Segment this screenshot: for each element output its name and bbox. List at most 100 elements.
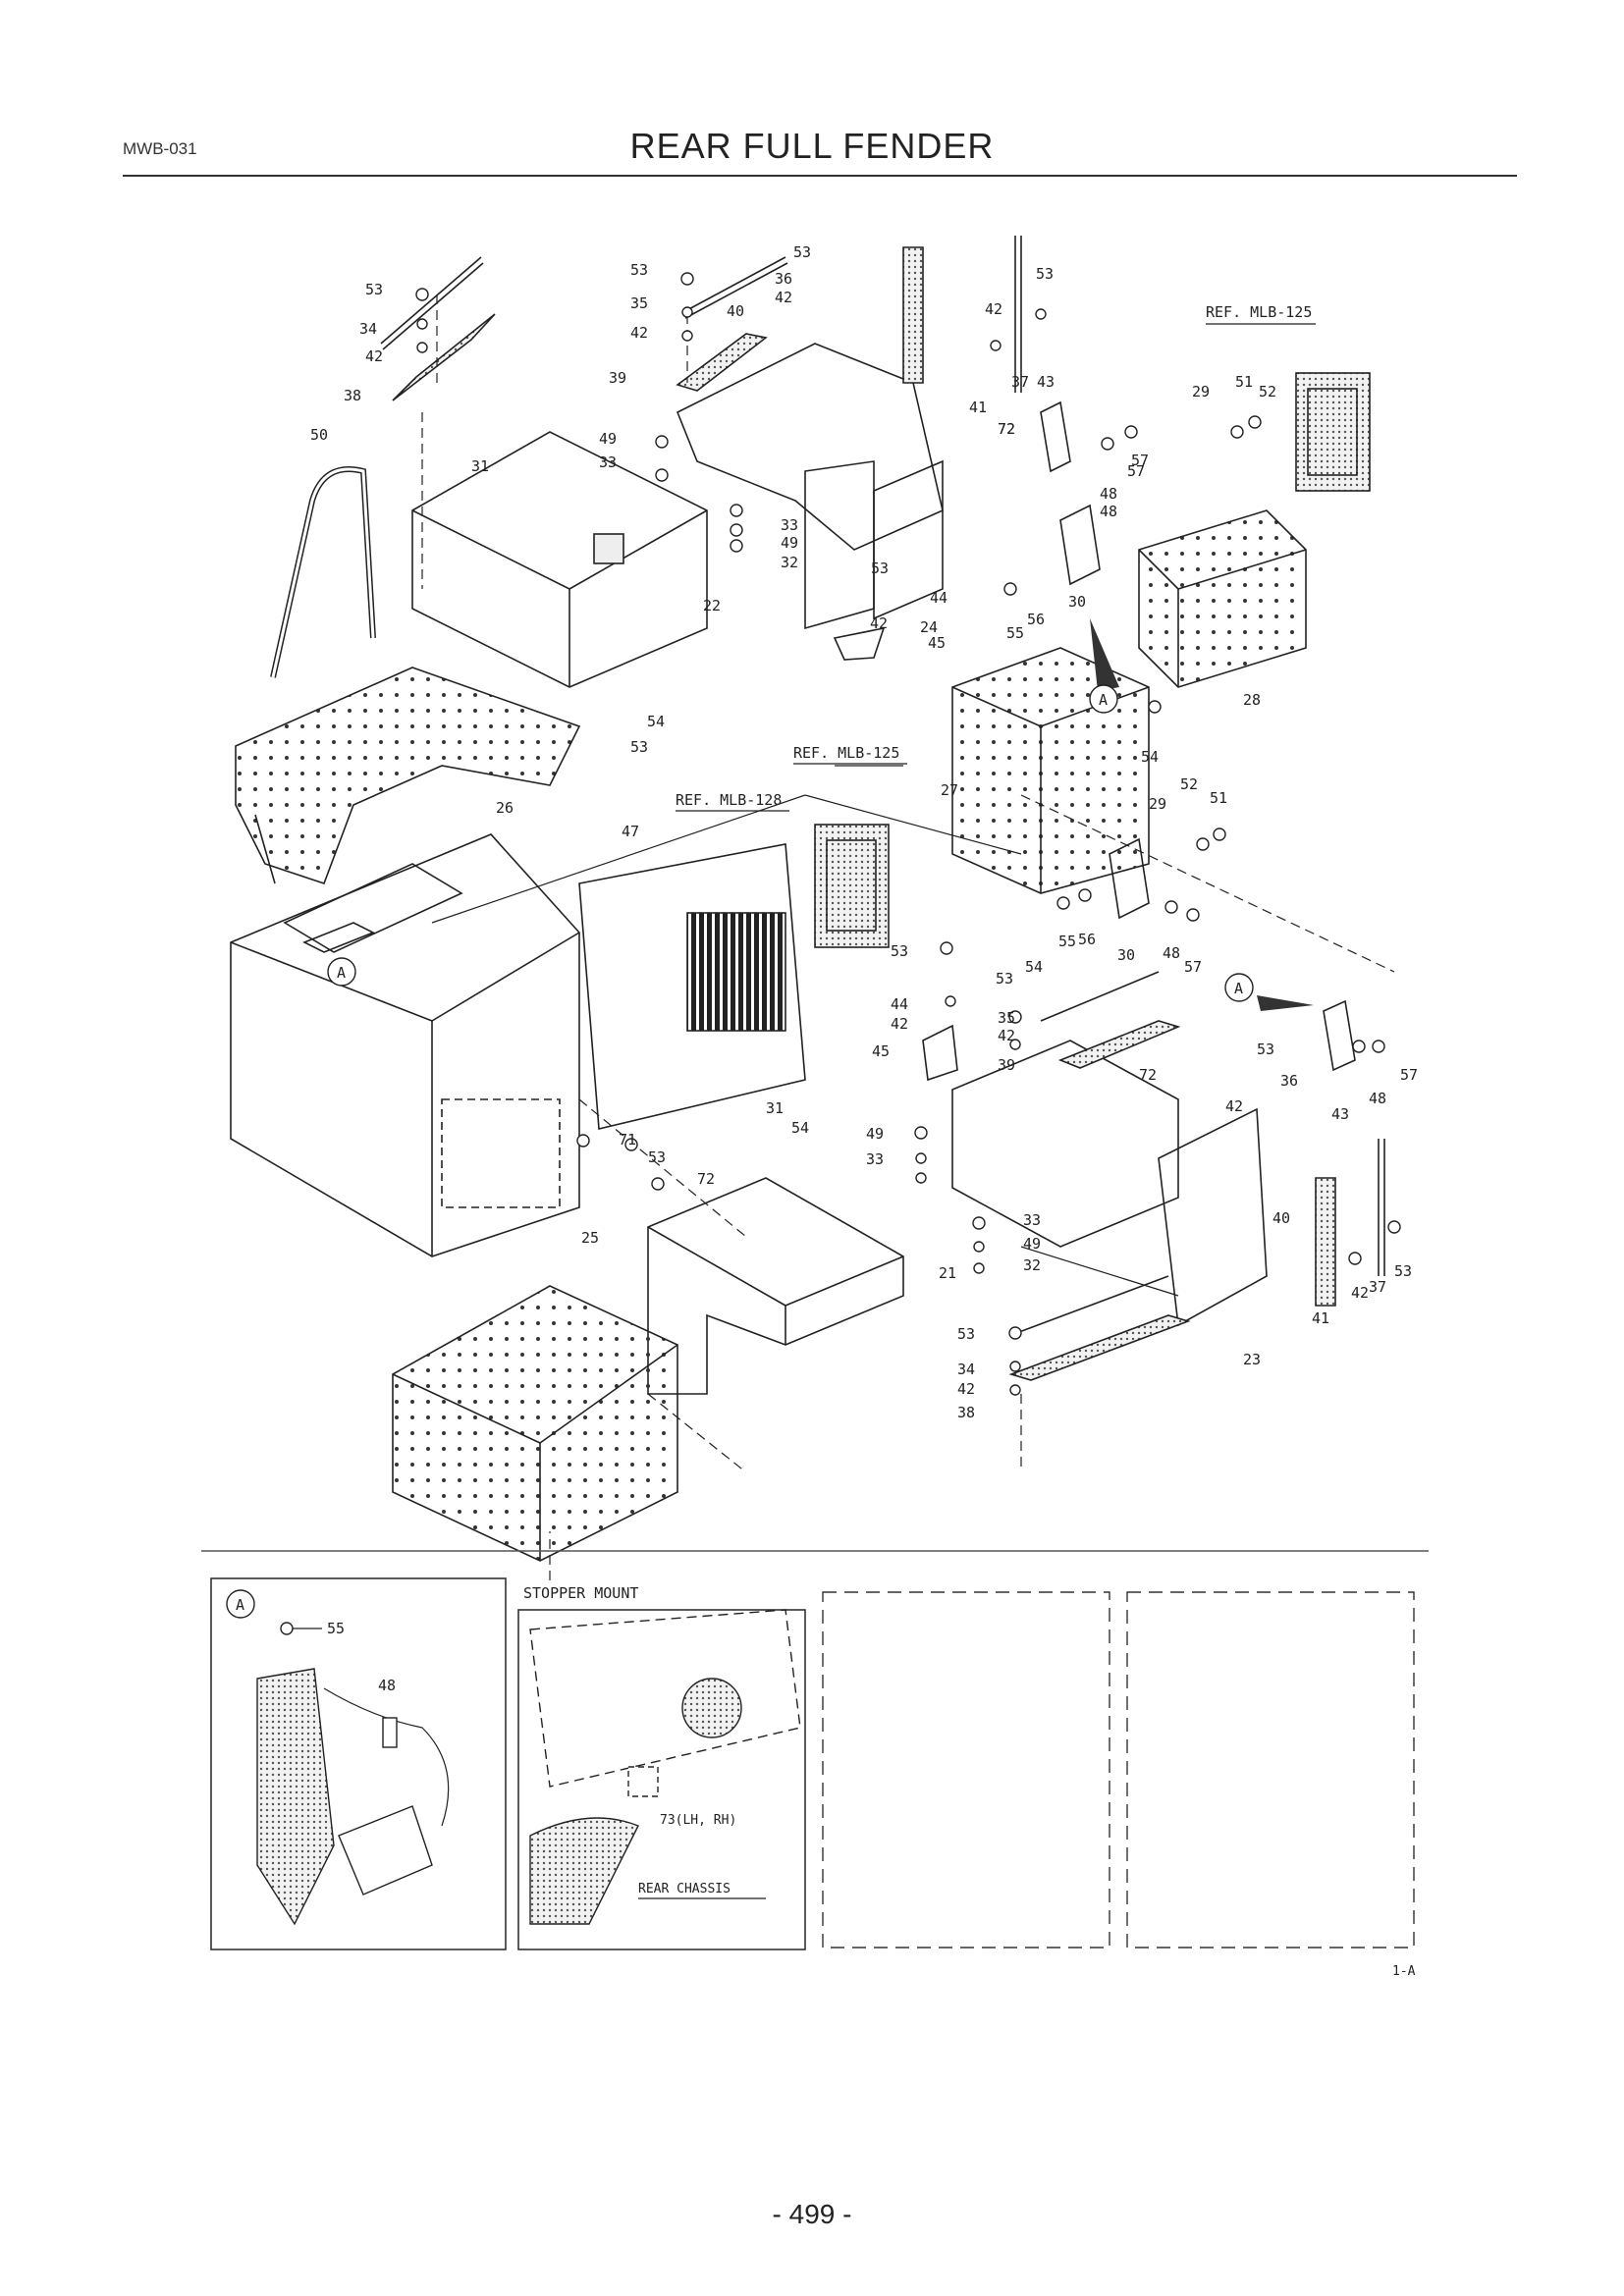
part-callout-33: 33	[866, 1150, 884, 1168]
part-callout-53: 53	[891, 942, 908, 960]
part-callout-53: 53	[1394, 1262, 1412, 1280]
part-callout-42: 42	[891, 1015, 908, 1033]
inset-a-marker: A	[236, 1596, 244, 1614]
part-callout-21: 21	[939, 1264, 956, 1282]
part-callout-49: 49	[1023, 1235, 1041, 1253]
part-callout-40: 40	[1272, 1209, 1290, 1227]
part-callout-72: 72	[998, 420, 1015, 438]
part-callout-42: 42	[365, 347, 383, 365]
part-callout-32: 32	[1023, 1256, 1041, 1274]
callout-labels: 5334423850315335423949335336424033493272…	[310, 243, 1418, 1421]
empty-dashed-box-1	[822, 1591, 1110, 1949]
part-callout-36: 36	[775, 270, 792, 288]
bracket-45-lower	[922, 1024, 958, 1082]
rear-chassis-label: REAR CHASSIS	[638, 1882, 731, 1896]
part-callout-29: 29	[1192, 383, 1210, 400]
side-plate-41	[902, 246, 924, 384]
title-rule	[123, 175, 1517, 177]
rear-fender-top-panel	[676, 343, 944, 551]
handrail-50	[270, 466, 376, 678]
part-callout-38: 38	[957, 1404, 975, 1421]
part-callout-33: 33	[1023, 1211, 1041, 1229]
part-callout-30: 30	[1068, 593, 1086, 611]
part-callout-48: 48	[1100, 485, 1117, 503]
part-callout-40: 40	[727, 302, 744, 320]
part-callout-53: 53	[957, 1325, 975, 1343]
bracket-23	[1158, 1107, 1268, 1327]
part-callout-55: 55	[1058, 933, 1076, 950]
cab-frame	[230, 833, 580, 1257]
part-callout-56: 56	[1078, 931, 1096, 948]
document-code: MWB-031	[123, 139, 197, 158]
part-callout-48: 48	[1369, 1090, 1386, 1107]
part-callout-29: 29	[1149, 795, 1166, 813]
part-callout-42: 42	[1225, 1097, 1243, 1115]
inset-detail-a: A 55 48	[210, 1577, 507, 1950]
bracket-45	[833, 626, 886, 661]
part-callout-54: 54	[1141, 748, 1159, 766]
part-callout-52: 52	[1259, 383, 1276, 400]
mounting-plate-39-lower	[1057, 1020, 1181, 1069]
mounting-plate-38	[392, 313, 496, 401]
part-callout-35: 35	[998, 1009, 1015, 1027]
part-callout-50: 50	[310, 426, 328, 444]
detail-marker-a-2: A	[1234, 980, 1243, 997]
mounting-plate-39	[676, 333, 768, 392]
part-callout-43: 43	[1037, 373, 1055, 391]
part-callout-43: 43	[1331, 1105, 1349, 1123]
seat-mount-21	[647, 1177, 904, 1395]
part-callout-33: 33	[599, 454, 617, 471]
part-callout-36: 36	[1280, 1072, 1298, 1090]
part-callout-34: 34	[359, 320, 377, 338]
inset-stopper-mount: STOPPER MOUNT 73(LH, RH) REAR CHASSIS	[517, 1584, 806, 1950]
part-callout-54: 54	[791, 1119, 809, 1137]
battery-box-27	[951, 647, 1150, 894]
part-callout-28: 28	[1243, 691, 1261, 709]
part-callout-56: 56	[1027, 611, 1045, 628]
part-callout-48: 48	[1100, 503, 1117, 520]
part-callout-41: 41	[1312, 1309, 1329, 1327]
reference-labels: REF. MLB-125 REF. MLB-125 REF. MLB-128	[676, 303, 1316, 812]
ref-label-top: REF. MLB-125	[1206, 303, 1312, 321]
part-callout-37: 37	[1011, 373, 1029, 391]
part-callout-32: 32	[781, 554, 798, 571]
part-callout-72: 72	[1139, 1066, 1157, 1084]
side-plate-41-right	[1315, 1177, 1336, 1307]
part-callout-42: 42	[630, 324, 648, 342]
detail-a-markers: A A A	[327, 618, 1314, 1011]
part-callout-53: 53	[365, 281, 383, 298]
part-callout-49: 49	[599, 430, 617, 448]
perforated-fender-26	[235, 667, 581, 885]
part-callout-53: 53	[648, 1148, 666, 1166]
part-callout-39: 39	[998, 1056, 1015, 1074]
part-callout-53: 53	[1036, 265, 1054, 283]
part-callout-26: 26	[496, 799, 514, 817]
part-callout-41: 41	[969, 399, 987, 416]
part-callout-27: 27	[941, 781, 958, 799]
part-callout-23: 23	[1243, 1351, 1261, 1368]
part-callout-42: 42	[1351, 1284, 1369, 1302]
part-callout-31: 31	[471, 457, 489, 475]
part-callout-38: 38	[344, 387, 361, 404]
part-callout-53: 53	[793, 243, 811, 261]
rear-panel-47	[578, 843, 806, 1130]
ventilation-grille	[686, 912, 786, 1032]
hinge-bracket-30-lower	[1109, 837, 1150, 920]
part-callout-72: 72	[998, 420, 1015, 438]
part-callout-57: 57	[1184, 958, 1202, 976]
stopper-mount-title: STOPPER MOUNT	[523, 1584, 638, 1602]
ref-label-mid: REF. MLB-125	[793, 744, 899, 762]
page-title: REAR FULL FENDER	[629, 126, 995, 166]
part-callout-57: 57	[1131, 452, 1149, 469]
part-callout-25: 25	[581, 1229, 599, 1247]
part-callout-57: 57	[1400, 1066, 1418, 1084]
part-callout-49: 49	[866, 1125, 884, 1143]
detail-marker-a: A	[1099, 691, 1108, 709]
part-callout-42: 42	[775, 289, 792, 306]
page-number: - 499 -	[772, 2199, 852, 2229]
detail-marker-a-3: A	[337, 964, 346, 982]
part-callout-53: 53	[630, 261, 648, 279]
part-callout-53: 53	[630, 738, 648, 756]
part-callout-49: 49	[781, 534, 798, 552]
ref-label-mlb-128: REF. MLB-128	[676, 791, 782, 809]
